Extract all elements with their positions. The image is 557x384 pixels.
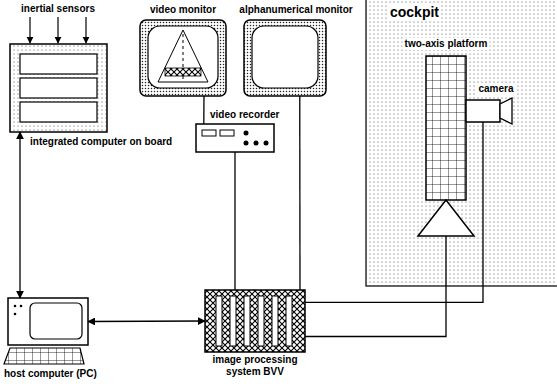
camera-body — [466, 100, 500, 122]
bvv-board — [244, 296, 250, 346]
pc-screen — [30, 303, 82, 339]
sensor-arrow — [29, 17, 30, 43]
bvv-rack — [205, 290, 305, 352]
bvv-board — [258, 296, 264, 346]
recorder-slot — [202, 130, 216, 136]
node-label: camera — [476, 83, 515, 95]
pc-led — [20, 305, 23, 308]
onboard-computer: integrated computer on board — [10, 44, 107, 132]
computer-card — [20, 54, 97, 74]
video-recorder: video recorder — [196, 124, 274, 152]
monitor-case — [140, 20, 226, 96]
monitor-screen — [252, 26, 318, 88]
node-label: video monitor — [150, 4, 216, 16]
runway-threshold — [165, 68, 201, 76]
cockpit-ground — [366, 0, 557, 286]
runway-view — [158, 30, 208, 82]
signal-line — [234, 152, 235, 290]
computer-case — [10, 44, 107, 132]
signal-line — [203, 96, 204, 124]
video-monitor: video monitor — [140, 20, 226, 96]
cockpit-region: cockpittwo-axis platformcamera — [366, 0, 557, 286]
image-processing-system: image processing system BVV — [205, 290, 305, 352]
signal-line — [305, 236, 446, 337]
camera: camera — [466, 100, 500, 122]
input-label: inertial sensors — [21, 3, 95, 15]
two-axis-platform: two-axis platform — [418, 56, 474, 236]
recorder-slot — [220, 130, 234, 136]
monitor-case — [244, 20, 326, 96]
pc-led — [14, 305, 17, 308]
recorder-knob — [264, 141, 269, 146]
host-computer: host computer (PC) — [8, 298, 88, 345]
alphanumerical-monitor: alphanumerical monitor — [244, 20, 326, 96]
pc-led — [14, 313, 17, 316]
recorder-knob — [254, 141, 259, 146]
monitor-screen — [148, 26, 218, 88]
pc-case — [8, 298, 88, 345]
signal-line — [19, 132, 20, 298]
video-recorder-drawing — [196, 124, 274, 152]
host-computer-drawing — [4, 298, 88, 364]
bvv-board — [230, 296, 236, 346]
alphanumerical-monitor-drawing — [244, 20, 326, 96]
platform-frame — [426, 56, 466, 200]
platform-base — [418, 200, 474, 236]
onboard-computer-drawing — [10, 44, 107, 132]
signal-line — [299, 96, 301, 290]
pc-keyboard — [4, 348, 84, 364]
sensor-arrow — [85, 17, 86, 43]
computer-card — [20, 78, 97, 98]
signal-line — [305, 122, 483, 302]
camera-lens — [500, 98, 512, 124]
node-label: host computer (PC) — [4, 368, 97, 380]
sensor-arrows — [30, 17, 86, 43]
recorder-case — [196, 124, 274, 152]
bvv-board — [286, 296, 292, 346]
sensor-arrow — [57, 17, 58, 43]
computer-card — [20, 102, 97, 122]
node-label: video recorder — [210, 109, 279, 121]
node-label: alphanumerical monitor — [239, 4, 352, 16]
bvv-board — [272, 296, 278, 346]
video-monitor-drawing — [140, 20, 226, 96]
node-label: integrated computer on board — [30, 136, 172, 148]
bvv-board — [216, 296, 222, 346]
node-label: cockpit — [388, 4, 441, 21]
recorder-knob — [244, 131, 249, 136]
recorder-knob — [244, 141, 249, 146]
node-label: two-axis platform — [403, 38, 490, 50]
image-processing-drawing — [205, 290, 305, 352]
node-label: image processing system BVV — [203, 354, 307, 378]
signal-line — [88, 320, 205, 322]
